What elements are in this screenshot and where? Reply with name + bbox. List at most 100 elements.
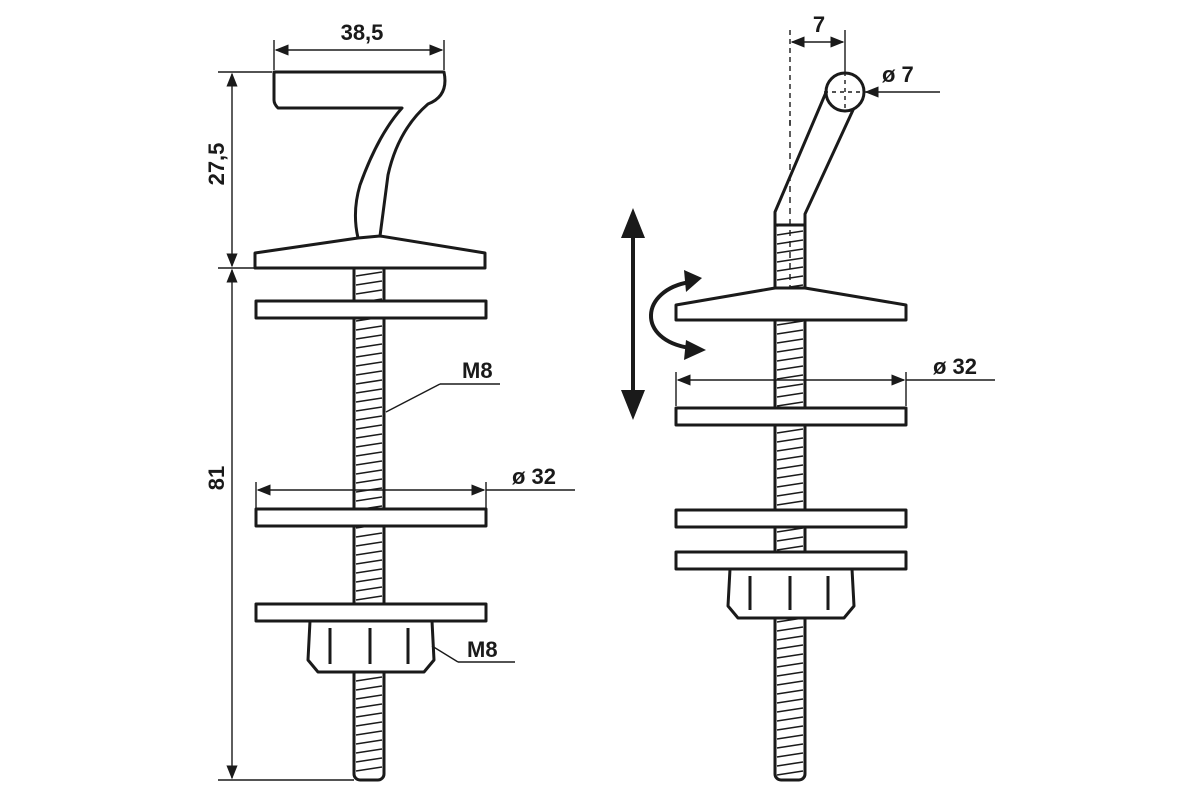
thread-line — [776, 734, 804, 740]
thread-line — [776, 401, 804, 407]
dim-right-washer: ø 32 — [675, 354, 995, 406]
thread-line — [355, 388, 383, 394]
thread-line — [776, 365, 804, 371]
thread-line — [355, 271, 383, 277]
thread-line — [355, 730, 383, 736]
vertical-double-arrow-icon — [621, 208, 645, 420]
dim-shank-length-label: 81 — [204, 466, 229, 490]
dim-vertical: 27,5 81 — [204, 71, 354, 781]
thread-line — [355, 586, 383, 592]
thread-line — [776, 689, 804, 695]
thread-line — [355, 343, 383, 349]
thread-line — [355, 568, 383, 574]
thread-line — [776, 455, 804, 461]
leader-nut: M8 — [431, 637, 515, 663]
nut-label: M8 — [467, 637, 498, 662]
dim-width: 38,5 — [273, 20, 445, 70]
thread-line — [776, 662, 804, 668]
pin-diameter-label: ø 7 — [882, 62, 914, 87]
thread-line — [355, 451, 383, 457]
right-view: 7 ø 7 ø 32 — [621, 12, 995, 782]
thread-line — [355, 532, 383, 538]
thread-line — [355, 721, 383, 727]
dim-offset: 7 — [789, 12, 846, 125]
thread-line — [355, 361, 383, 367]
thread-line — [355, 352, 383, 358]
thread-line — [776, 392, 804, 398]
thread-line — [776, 482, 804, 488]
thread-line — [776, 770, 804, 776]
left-washer-top — [254, 299, 488, 320]
thread-line — [355, 559, 383, 565]
rotate-arrow-icon — [649, 270, 706, 360]
thread-line — [776, 635, 804, 641]
thread-line — [355, 478, 383, 484]
thread-line — [776, 716, 804, 722]
thread-line — [776, 446, 804, 452]
thread-line — [355, 757, 383, 763]
right-washer-diameter-label: ø 32 — [933, 354, 977, 379]
thread-line — [355, 460, 383, 466]
thread-line — [776, 680, 804, 686]
left-hook-head — [272, 70, 447, 243]
leader-thread: M8 — [385, 358, 500, 413]
right-head-plate — [674, 286, 908, 322]
thread-label: M8 — [462, 358, 493, 383]
thread-line — [776, 257, 804, 263]
thread-line — [776, 752, 804, 758]
thread-line — [776, 473, 804, 479]
thread-line — [776, 428, 804, 434]
thread-line — [355, 550, 383, 556]
thread-line — [355, 397, 383, 403]
thread-line — [776, 356, 804, 362]
thread-line — [355, 433, 383, 439]
thread-line — [776, 464, 804, 470]
thread-line — [355, 694, 383, 700]
left-nut — [306, 619, 436, 674]
thread-line — [355, 280, 383, 286]
thread-line — [776, 347, 804, 353]
thread-line — [776, 437, 804, 443]
thread-line — [776, 248, 804, 254]
thread-line — [355, 442, 383, 448]
thread-line — [776, 653, 804, 659]
thread-line — [776, 743, 804, 749]
thread-line — [355, 325, 383, 331]
thread-line — [355, 424, 383, 430]
thread-line — [355, 406, 383, 412]
thread-line — [776, 536, 804, 542]
thread-line — [776, 329, 804, 335]
left-washer-bottom — [254, 602, 488, 623]
thread-line — [355, 766, 383, 772]
left-washer-middle — [254, 507, 488, 528]
thread-line — [355, 541, 383, 547]
thread-line — [776, 626, 804, 632]
thread-line — [355, 712, 383, 718]
thread-line — [776, 320, 804, 326]
thread-line — [355, 496, 383, 502]
thread-line — [355, 379, 383, 385]
thread-line — [776, 698, 804, 704]
thread-line — [776, 707, 804, 713]
thread-line — [355, 595, 383, 601]
dim-width-label: 38,5 — [341, 20, 384, 45]
thread-line — [776, 671, 804, 677]
thread-line — [355, 739, 383, 745]
thread-line — [776, 491, 804, 497]
left-view: 38,5 27,5 81 M8 ø 32 — [204, 20, 575, 782]
thread-line — [355, 469, 383, 475]
left-washer-diameter-label: ø 32 — [512, 464, 556, 489]
thread-line — [355, 415, 383, 421]
thread-line — [355, 577, 383, 583]
thread-line — [776, 527, 804, 533]
thread-line — [355, 748, 383, 754]
thread-line — [776, 338, 804, 344]
right-washer-middle — [674, 508, 908, 529]
thread-line — [776, 545, 804, 551]
right-washer-top — [674, 406, 908, 427]
thread-line — [355, 289, 383, 295]
dim-offset-label: 7 — [813, 12, 825, 37]
thread-line — [776, 644, 804, 650]
right-nut — [726, 567, 856, 620]
